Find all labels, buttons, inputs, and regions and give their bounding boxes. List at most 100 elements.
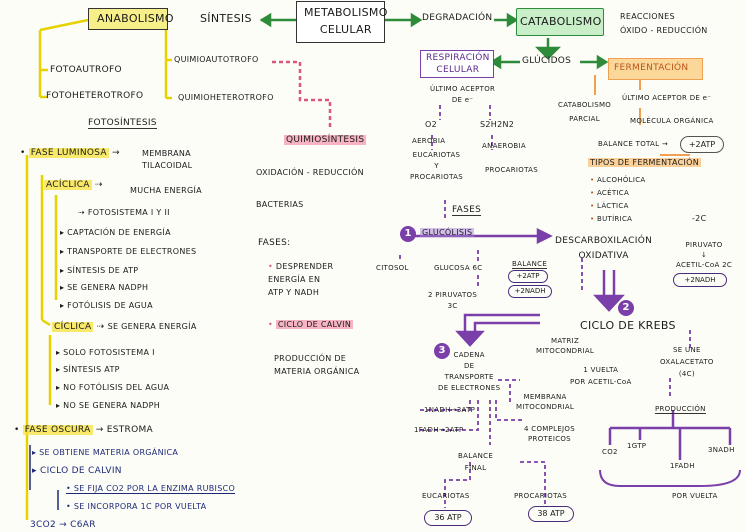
catabolismo-parcial: CATABOLISMO PARCIAL (558, 101, 612, 123)
prod-gtp: 1GTP (627, 442, 647, 450)
prod-co2: CO2 (602, 448, 618, 456)
aciclica-item-2: ▸ SÍNTESIS DE ATP (60, 266, 139, 275)
procariotas-2: PROCARIOTAS (514, 492, 567, 500)
ciclica-item-2-text: NO FOTÓLISIS DEL AGUA (63, 383, 170, 392)
nadh-atp: 1NADH→3ATP (424, 406, 476, 414)
aciclica-item-1-text: TRANSPORTE DE ELECTRONES (67, 247, 197, 256)
tipo-1: • ACÉTICA (590, 189, 629, 197)
eucariotas-atp-pill: 36 ATP (424, 510, 472, 526)
aciclica-item-4-text: FOTÓLISIS DE AGUA (67, 301, 153, 310)
se-genera-energia: SE GENERA ENERGÍA (107, 322, 197, 331)
oscura-item-0: ▸ SE OBTIENE MATERIA ORGÁNICA (32, 448, 179, 457)
ultimo-aceptor: ÚLTIMO ACEPTOR DE e⁻ (430, 85, 496, 104)
anabolismo: ANABOLISMO (97, 12, 174, 25)
eucariotas: EUCARIOTAS (422, 492, 470, 500)
fermentacion-box (608, 58, 703, 80)
citosol: CITOSOL (376, 264, 409, 272)
quimioautotrofo: QUIMIOAUTOTROFO (174, 55, 259, 64)
descarbox: DESCARBOXILACIÓN OXIDATIVA (555, 236, 653, 261)
ciclica-item-0: ▸ SOLO FOTOSISTEMA I (56, 348, 155, 357)
una-vuelta: 1 VUELTA POR ACETIL-CoA (570, 366, 632, 386)
tipo-3: • BUTÍRICA (590, 215, 632, 223)
aciclica: ACÍCLICA ⇢ (44, 180, 103, 190)
oxidacion: OXIDACIÓN - REDUCCIÓN (256, 168, 364, 177)
stage-2-badge: 2 (618, 300, 634, 316)
metabolismo-celular-box (296, 1, 385, 43)
calvin-item-1-text: SE INCORPORA 1C POR VUELTA (73, 502, 207, 511)
glucidos: GLÚCIDOS (522, 56, 572, 66)
catabolismo-box (516, 8, 604, 36)
fases-title: FASES (452, 205, 482, 216)
fase-oscura-label: FASE OSCURA (22, 425, 93, 435)
procariotas-atp-pill: 38 ATP (528, 506, 574, 522)
oscura-item-0-text: SE OBTIENE MATERIA ORGÁNICA (39, 448, 179, 457)
aciclica-item-4: ▸ FOTÓLISIS DE AGUA (60, 301, 153, 310)
estroma: ESTROMA (106, 425, 154, 435)
tipo-2-text: LÁCTICA (596, 202, 629, 210)
ciclo-calvin-mid: • CICLO DE CALVIN (268, 320, 354, 329)
ciclica-item-3: ▸ NO SE GENERA NADPH (56, 401, 161, 410)
sintesis: SÍNTESIS (200, 12, 252, 25)
quimioheterotrofo: QUIMIOHETEROTROFO (178, 93, 274, 102)
calvin-item-0: • SE FIJA CO2 POR LA ENZIMA RUBISCO (66, 484, 236, 494)
nadh-2-pill: +2NADH (673, 273, 727, 287)
produccion-label: PRODUCCIÓN (655, 405, 706, 414)
procariotas: PROCARIOTAS (485, 166, 538, 174)
balance-final: BALANCE FINAL (458, 452, 494, 472)
calvin-item-1: • SE INCORPORA 1C POR VUELTA (66, 502, 207, 511)
membrana-mito: MEMBRANA MITOCONDRIAL (516, 393, 575, 411)
oxalacetato: SE UNE OXALACETATO (4C) (660, 346, 714, 378)
prod-nadh: 3NADH (708, 446, 735, 454)
catabolismo: CATABOLISMO (520, 15, 602, 28)
matriz: MATRIZ MITOCONDRIAL (536, 337, 595, 355)
aciclica-item-3-text: SE GENERA NADPH (67, 283, 149, 292)
bottom-equation: 3CO2 → C6AR (30, 520, 96, 530)
molecula-organica: MOLÉCULA ORGÁNICA (630, 117, 714, 125)
reacciones: REACCIONES ÓXIDO - REDUCCIÓN (620, 12, 708, 35)
balance-total: BALANCE TOTAL → (598, 140, 669, 148)
fase-luminosa: • FASE LUMINOSA → (20, 148, 120, 158)
ciclica-label: CÍCLICA (52, 322, 94, 332)
ciclica-item-1-text: SÍNTESIS ATP (63, 365, 120, 374)
piruvatos: 2 PIRUVATOS 3C (428, 291, 478, 310)
degradacion: DEGRADACIÓN (422, 13, 493, 23)
o2: O2 (425, 120, 437, 129)
tipo-2: • LÁCTICA (590, 202, 629, 210)
fotoheterotrofo: FOTOHETEROTROFO (46, 91, 144, 101)
bullet-1: • (268, 262, 274, 271)
tipo-0-text: ALCOHÓLICA (596, 176, 646, 184)
tipos-fermentacion-label: TIPOS DE FERMENTACIÓN (588, 158, 702, 167)
metabolismo-celular: METABOLISMO CELULAR (304, 6, 388, 36)
fase-1: • DESPRENDER ENERGÍA EN ATP Y NADH (268, 260, 333, 299)
anaerobia: ANAEROBIA (482, 142, 526, 150)
menos-2c: -2C (692, 214, 707, 223)
aciclica-label: ACÍCLICA (44, 180, 92, 190)
eucariotas-procariotas: EUCARIOTAS Y PROCARIOTAS (410, 151, 463, 181)
fotosistema-label: FOTOSISTEMA I Y II (87, 208, 170, 217)
stage-3-badge: 3 (434, 343, 450, 359)
glucosa: GLUCOSA 6C (434, 264, 483, 272)
respiracion: RESPIRACIÓN CELULAR (426, 53, 490, 75)
ciclica-item-0-text: SOLO FOTOSISTEMA I (63, 348, 155, 357)
fotoautrofo: FOTOAUTROFO (50, 65, 122, 75)
balance-label: BALANCE (512, 260, 548, 269)
stage-1-badge: 1 (400, 226, 416, 242)
ciclo-krebs: CICLO DE KREBS (580, 319, 676, 332)
aciclica-item-0: ▸ CAPTACIÓN DE ENERGÍA (60, 228, 171, 237)
bullet-2: • (268, 320, 274, 329)
fases-label: FASES: (258, 238, 291, 248)
glucolisis-label: GLUCÓLISIS (420, 228, 475, 237)
tipo-3-bullet: • (590, 215, 595, 223)
tipo-1-text: ACÉTICA (596, 189, 630, 197)
aerobia: AEROBIA (412, 137, 446, 145)
fadh-atp: 1FADH→2ATP (414, 426, 464, 434)
balance-total-pill: +2ATP (680, 136, 724, 153)
prod-fadh: 1FADH (670, 462, 695, 470)
por-vuelta: POR VUELTA (672, 492, 718, 500)
oscura-item-1: ▸ CICLO DE CALVIN (32, 466, 122, 476)
quimiosintesis: QUIMIOSÍNTESIS (284, 135, 367, 145)
ciclica: CÍCLICA ⇢ SE GENERA ENERGÍA (52, 322, 197, 332)
tipo-1-bullet: • (590, 189, 595, 197)
aciclica-item-0-text: CAPTACIÓN DE ENERGÍA (67, 228, 171, 237)
